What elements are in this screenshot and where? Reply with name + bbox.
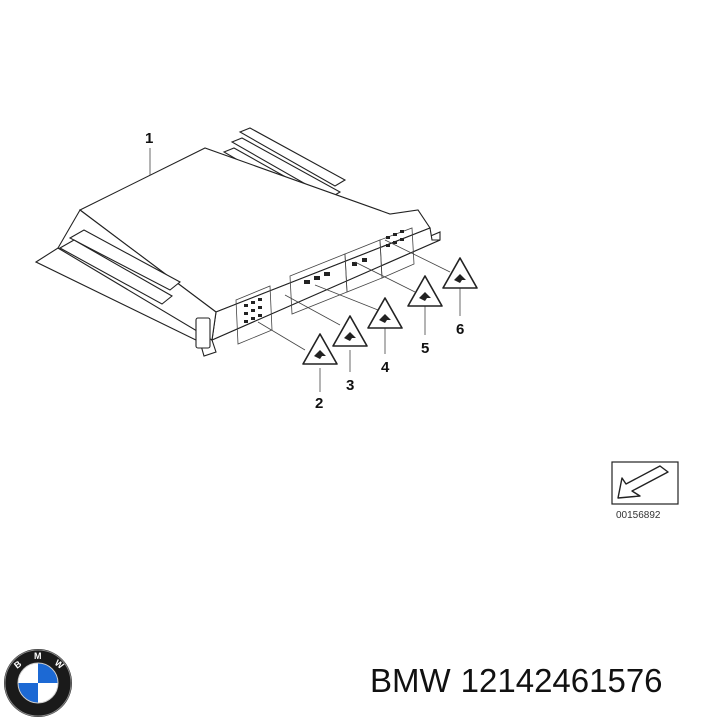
arrow-icon — [617, 465, 669, 499]
warning-label-3 — [332, 315, 368, 347]
part-number: 12142461576 — [460, 662, 663, 699]
svg-text:B: B — [12, 658, 24, 670]
callout-1: 1 — [145, 130, 153, 147]
callout-6: 6 — [456, 321, 464, 338]
bmw-logo-icon: B M W — [4, 649, 72, 717]
callout-3: 3 — [346, 377, 354, 394]
reference-code: 00156892 — [616, 510, 661, 521]
ecu-control-unit — [34, 127, 441, 357]
leader-lines — [149, 148, 461, 392]
warning-label-2 — [302, 333, 338, 365]
warning-label-6 — [442, 257, 478, 289]
svg-text:M: M — [34, 651, 42, 661]
warning-label-4 — [367, 297, 403, 329]
warning-label-5 — [407, 275, 443, 307]
callout-2: 2 — [315, 395, 323, 412]
callout-4: 4 — [381, 359, 390, 376]
reference-arrow-box — [611, 461, 679, 505]
brand-name: BMW — [370, 662, 451, 699]
callout-5: 5 — [421, 340, 429, 357]
